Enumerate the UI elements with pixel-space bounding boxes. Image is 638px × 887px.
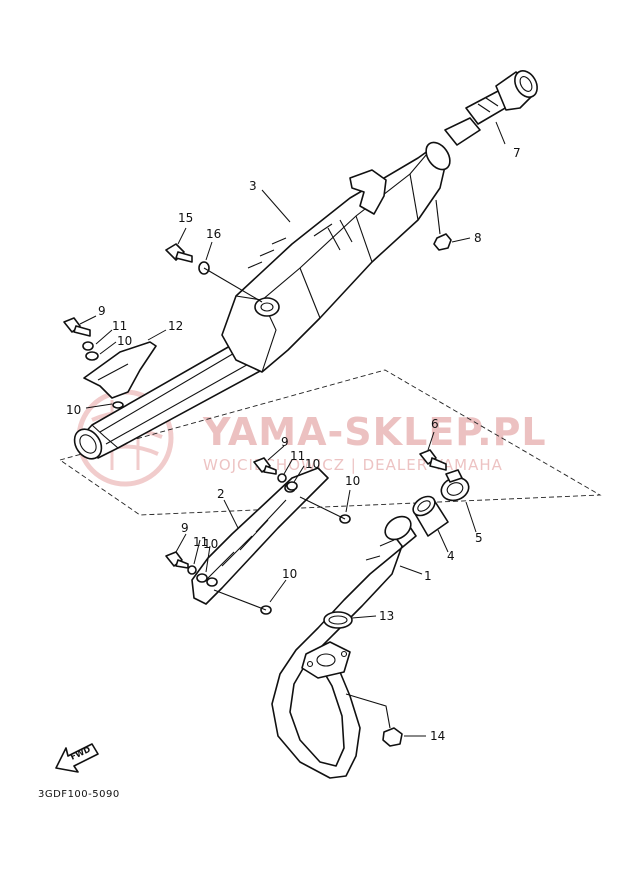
callout-4: 4: [447, 549, 455, 563]
bolt-15-part: [165, 243, 193, 263]
forward-direction-arrow-icon: FWD: [55, 743, 99, 773]
watermark-brand: YAMA-SKLEP.PL: [202, 410, 547, 454]
bolt-6-part: [419, 449, 447, 471]
callout-1: 1: [424, 569, 432, 583]
callout-2: 2: [217, 487, 225, 501]
nut-14-part: [345, 693, 403, 747]
bolt-9-upper-part: [253, 457, 277, 475]
callout-3: 3: [249, 179, 257, 193]
callout-9-lower: 9: [181, 521, 189, 535]
diagram-code: 3GDF100-5090: [38, 789, 120, 800]
bracket-12-part: [83, 341, 157, 399]
callout-11-top: 11: [112, 319, 127, 333]
exhaust-pipe-part: [271, 515, 417, 779]
callout-10-bottom: 10: [282, 567, 297, 581]
callout-10-lower: 10: [203, 537, 218, 551]
callout-9-upper: 9: [281, 435, 289, 449]
callout-10-left: 10: [66, 403, 81, 417]
callout-11-upper: 11: [290, 449, 305, 463]
washer-11-lower-part: [187, 565, 197, 575]
bolt-9-top-part: [63, 317, 91, 337]
washer-10-bottom-part: [213, 589, 272, 615]
callout-12: 12: [168, 319, 183, 333]
muffler-part: [73, 141, 451, 460]
callout-10-mid: 10: [345, 474, 360, 488]
gasket-13-part: [323, 611, 353, 629]
washer-10-upper-part: [286, 481, 298, 491]
leader-lines: [79, 121, 506, 737]
washer-10-mid-part: [299, 496, 351, 524]
callout-11-lower: 11: [193, 535, 208, 549]
clamp-5-part: [440, 469, 470, 502]
washer-11-top-part: [82, 341, 94, 351]
callout-13: 13: [379, 609, 394, 623]
callout-14: 14: [430, 729, 445, 743]
callout-8: 8: [474, 231, 482, 245]
callout-16: 16: [206, 227, 221, 241]
callout-15: 15: [178, 211, 193, 225]
washer-10-top-part: [85, 351, 99, 361]
callout-7: 7: [513, 146, 521, 160]
assembly-outline: [58, 369, 602, 516]
callout-5: 5: [475, 531, 483, 545]
callout-10-upper: 10: [305, 457, 320, 471]
joint-4-part: [412, 495, 449, 537]
washer-16-part: [198, 261, 263, 303]
callout-10-top: 10: [117, 334, 132, 348]
bolt-9-lower-part: [165, 551, 189, 569]
callout-9-top: 9: [98, 304, 106, 318]
washer-11-upper-part: [277, 473, 287, 483]
washer-10-lower-part: [196, 573, 208, 583]
callout-6: 6: [431, 417, 439, 431]
protector-2-part: [191, 467, 329, 605]
bolt-8-part: [433, 199, 452, 251]
spark-arrestor-part: [444, 70, 538, 146]
washer-10-left-part: [112, 401, 124, 409]
callout-labels: 3 7 8 15 16 9 11 10 12 10 6 9 11 10 10 2…: [66, 146, 521, 743]
